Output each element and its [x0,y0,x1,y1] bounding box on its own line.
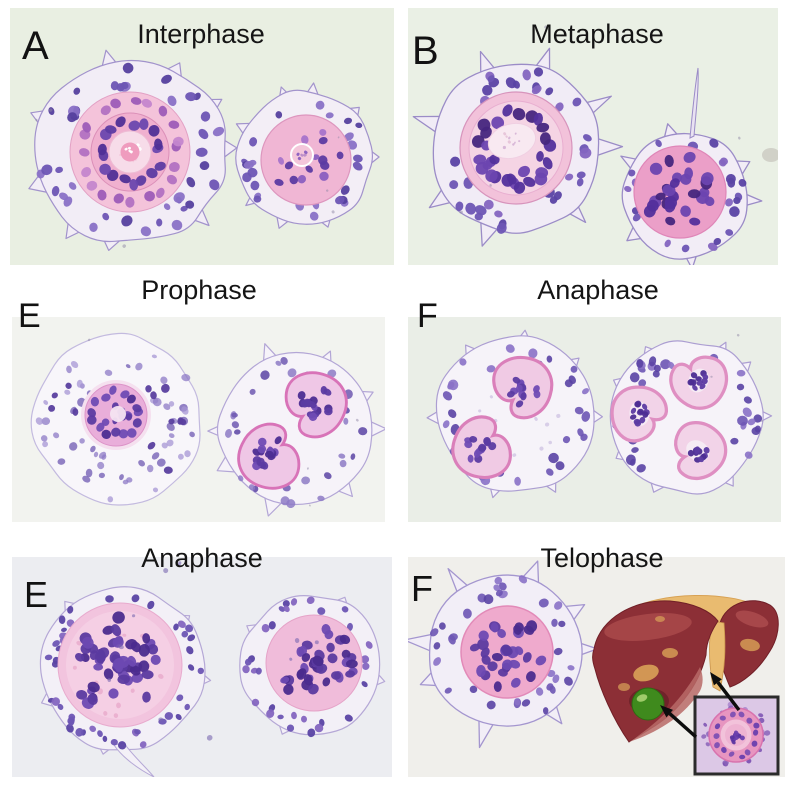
arrow-icon [660,705,698,739]
panel-title: Interphase [137,19,265,49]
liver-left-lobe [592,600,719,743]
micrograph-background [408,557,785,777]
inset-micrograph [693,695,780,776]
panel-title: Telophase [540,543,664,573]
micrograph-illustration-anaphase-2 [39,561,386,777]
chromosome-mass [492,355,554,420]
liver-right-lobe [715,600,779,688]
panel-title: Prophase [141,275,257,305]
liver-ligament-strip [709,620,726,692]
panel-letter: A [22,24,49,68]
panel-letter: E [18,297,41,335]
micrograph-background [408,317,781,522]
micrograph-background [12,557,392,777]
chromosome-mass [674,421,728,480]
panel-letter: F [417,297,438,335]
panel-title: Anaphase [537,275,659,305]
panel-letter: F [411,568,433,609]
chromosome-mass [284,371,348,439]
panel-letter: E [24,574,49,615]
arrow-icon [710,672,741,712]
chromosome-mass [237,422,301,490]
micrograph-illustration-metaphase [412,25,778,265]
gallbladder [631,687,665,721]
micrograph-illustration-telophase-liver [408,560,780,776]
micrograph-background [408,8,778,265]
micrograph-background [12,317,385,522]
micrograph-illustration-prophase [30,332,385,517]
liver-ligament [625,595,762,626]
panel-letter: B [412,29,439,73]
micrograph-background [10,8,394,265]
chromosome-mass [669,355,729,410]
micrograph-illustration-interphase [28,49,380,251]
chromosome-mass [610,385,669,443]
chromosome-mass [451,415,512,479]
panel-title: Metaphase [530,19,664,49]
panel-title: Anaphase [141,543,263,573]
micrograph-illustration-anaphase-1 [426,329,773,499]
